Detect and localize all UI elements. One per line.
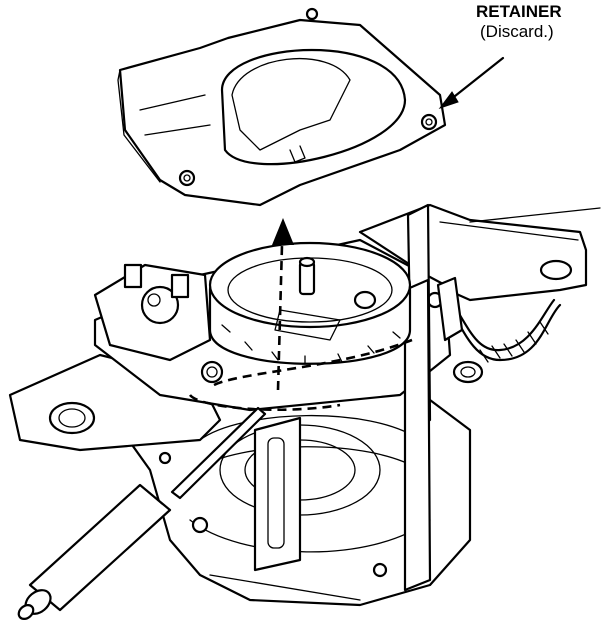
retainer-part: [117, 7, 447, 207]
screwdriver: [17, 406, 267, 620]
retainer-label: RETAINER: [476, 2, 562, 21]
retainer-note: (Discard.): [480, 22, 554, 41]
rotor-cylinder: [208, 241, 412, 365]
assembly-path-arrow: [188, 218, 413, 412]
retainer-leader: [438, 56, 505, 109]
connector-block: [93, 263, 212, 362]
side-brackets: [253, 203, 432, 592]
retainer-callout: RETAINER (Discard.): [476, 2, 604, 42]
wire-harness: [436, 276, 562, 384]
